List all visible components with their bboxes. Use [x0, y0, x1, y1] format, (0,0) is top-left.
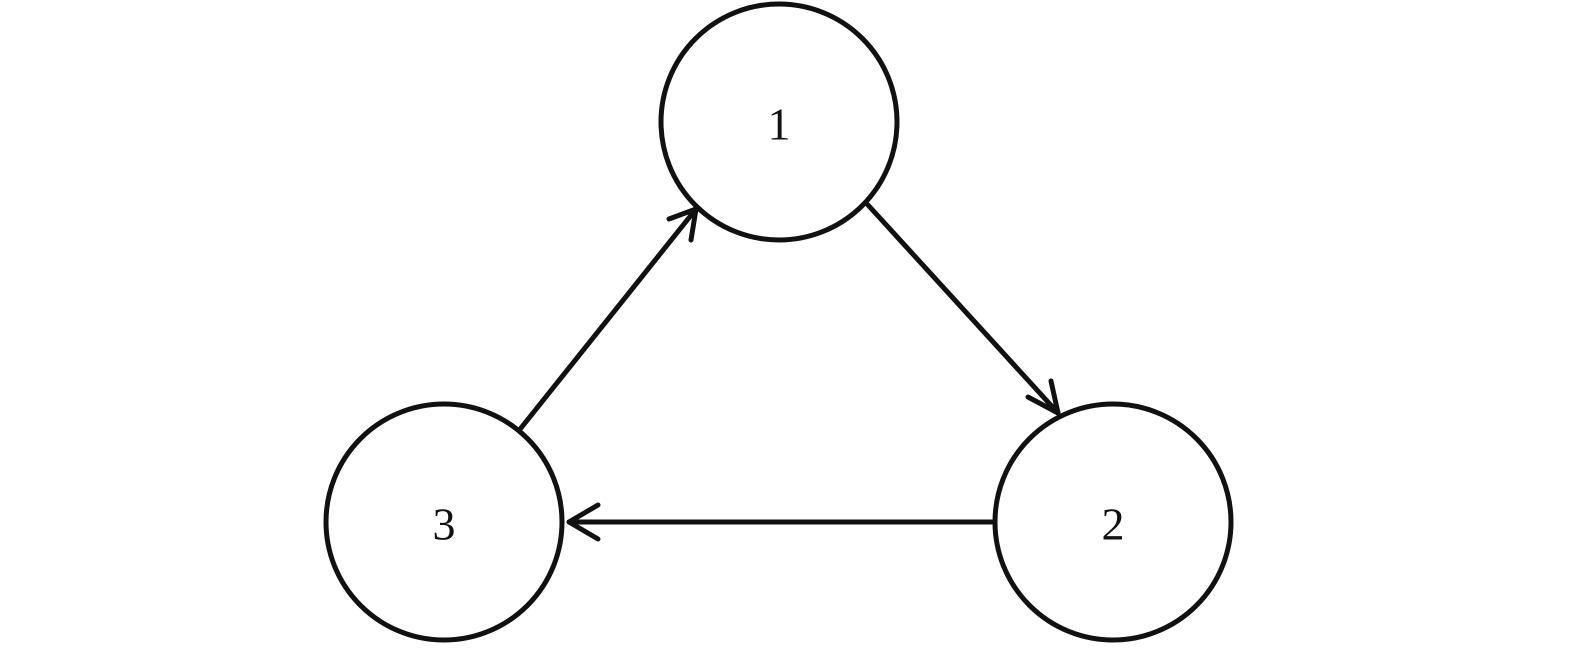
edge-1-to-2: [865, 202, 1061, 416]
node-1-label: 1: [768, 99, 791, 150]
node-3-circle: [323, 401, 565, 643]
node-2-label: 2: [1102, 499, 1125, 550]
node-1: 1: [658, 1, 900, 243]
edge-3-to-1: [518, 206, 699, 431]
edge-2-to-3: [566, 502, 995, 542]
node-2: 2: [992, 401, 1234, 643]
node-3-label: 3: [433, 499, 456, 550]
node-1-circle: [658, 1, 900, 243]
node-2-circle: [992, 401, 1234, 643]
node-3: 3: [323, 401, 565, 643]
